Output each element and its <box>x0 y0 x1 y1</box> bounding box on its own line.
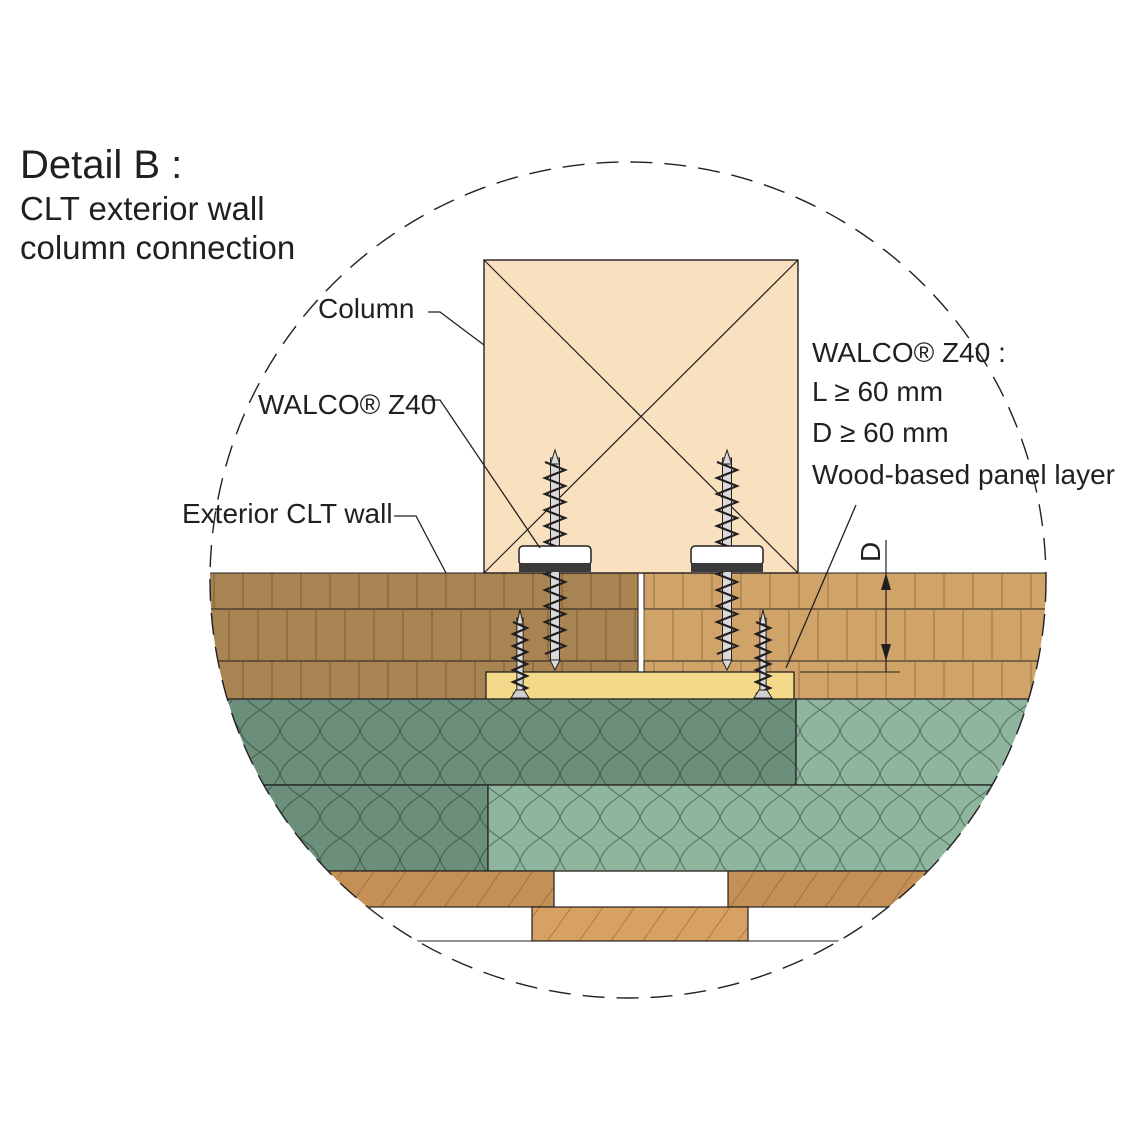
dimension-label: D <box>855 542 886 562</box>
detail-circle <box>209 161 1047 999</box>
washer-left-base <box>519 563 591 572</box>
spec-depth: D ≥ 60 mm <box>812 417 949 448</box>
detail-subtitle-line1: CLT exterior wall <box>20 190 265 227</box>
column <box>483 259 799 574</box>
detail-subtitle-line2: column connection <box>20 229 295 266</box>
screw-leader <box>422 399 541 549</box>
column-label: Column <box>318 293 414 324</box>
wall-label: Exterior CLT wall <box>182 498 393 529</box>
clt-wall-right <box>643 572 1046 700</box>
screw-label: WALCO® Z40 <box>258 389 436 420</box>
battens <box>210 870 1046 942</box>
insulation-lower <box>210 784 1046 872</box>
spec-length: L ≥ 60 mm <box>812 376 943 407</box>
wood-based-panel-layer <box>485 671 795 701</box>
spec-heading: WALCO® Z40 : <box>812 337 1006 368</box>
dimension-d: D <box>800 540 900 673</box>
spec-panel: Wood-based panel layer <box>812 459 1115 490</box>
section-body <box>210 572 1046 942</box>
detail-title: Detail B : <box>20 143 182 187</box>
column-leader <box>428 311 485 346</box>
insulation-upper <box>210 698 1046 786</box>
washer-left <box>518 545 592 566</box>
panel-screw-right <box>753 609 773 699</box>
panel-leader <box>785 504 857 669</box>
wall-leader <box>394 515 447 574</box>
panel-screw-left <box>510 609 530 699</box>
washer-right-base <box>691 563 763 572</box>
washer-right <box>690 545 764 566</box>
